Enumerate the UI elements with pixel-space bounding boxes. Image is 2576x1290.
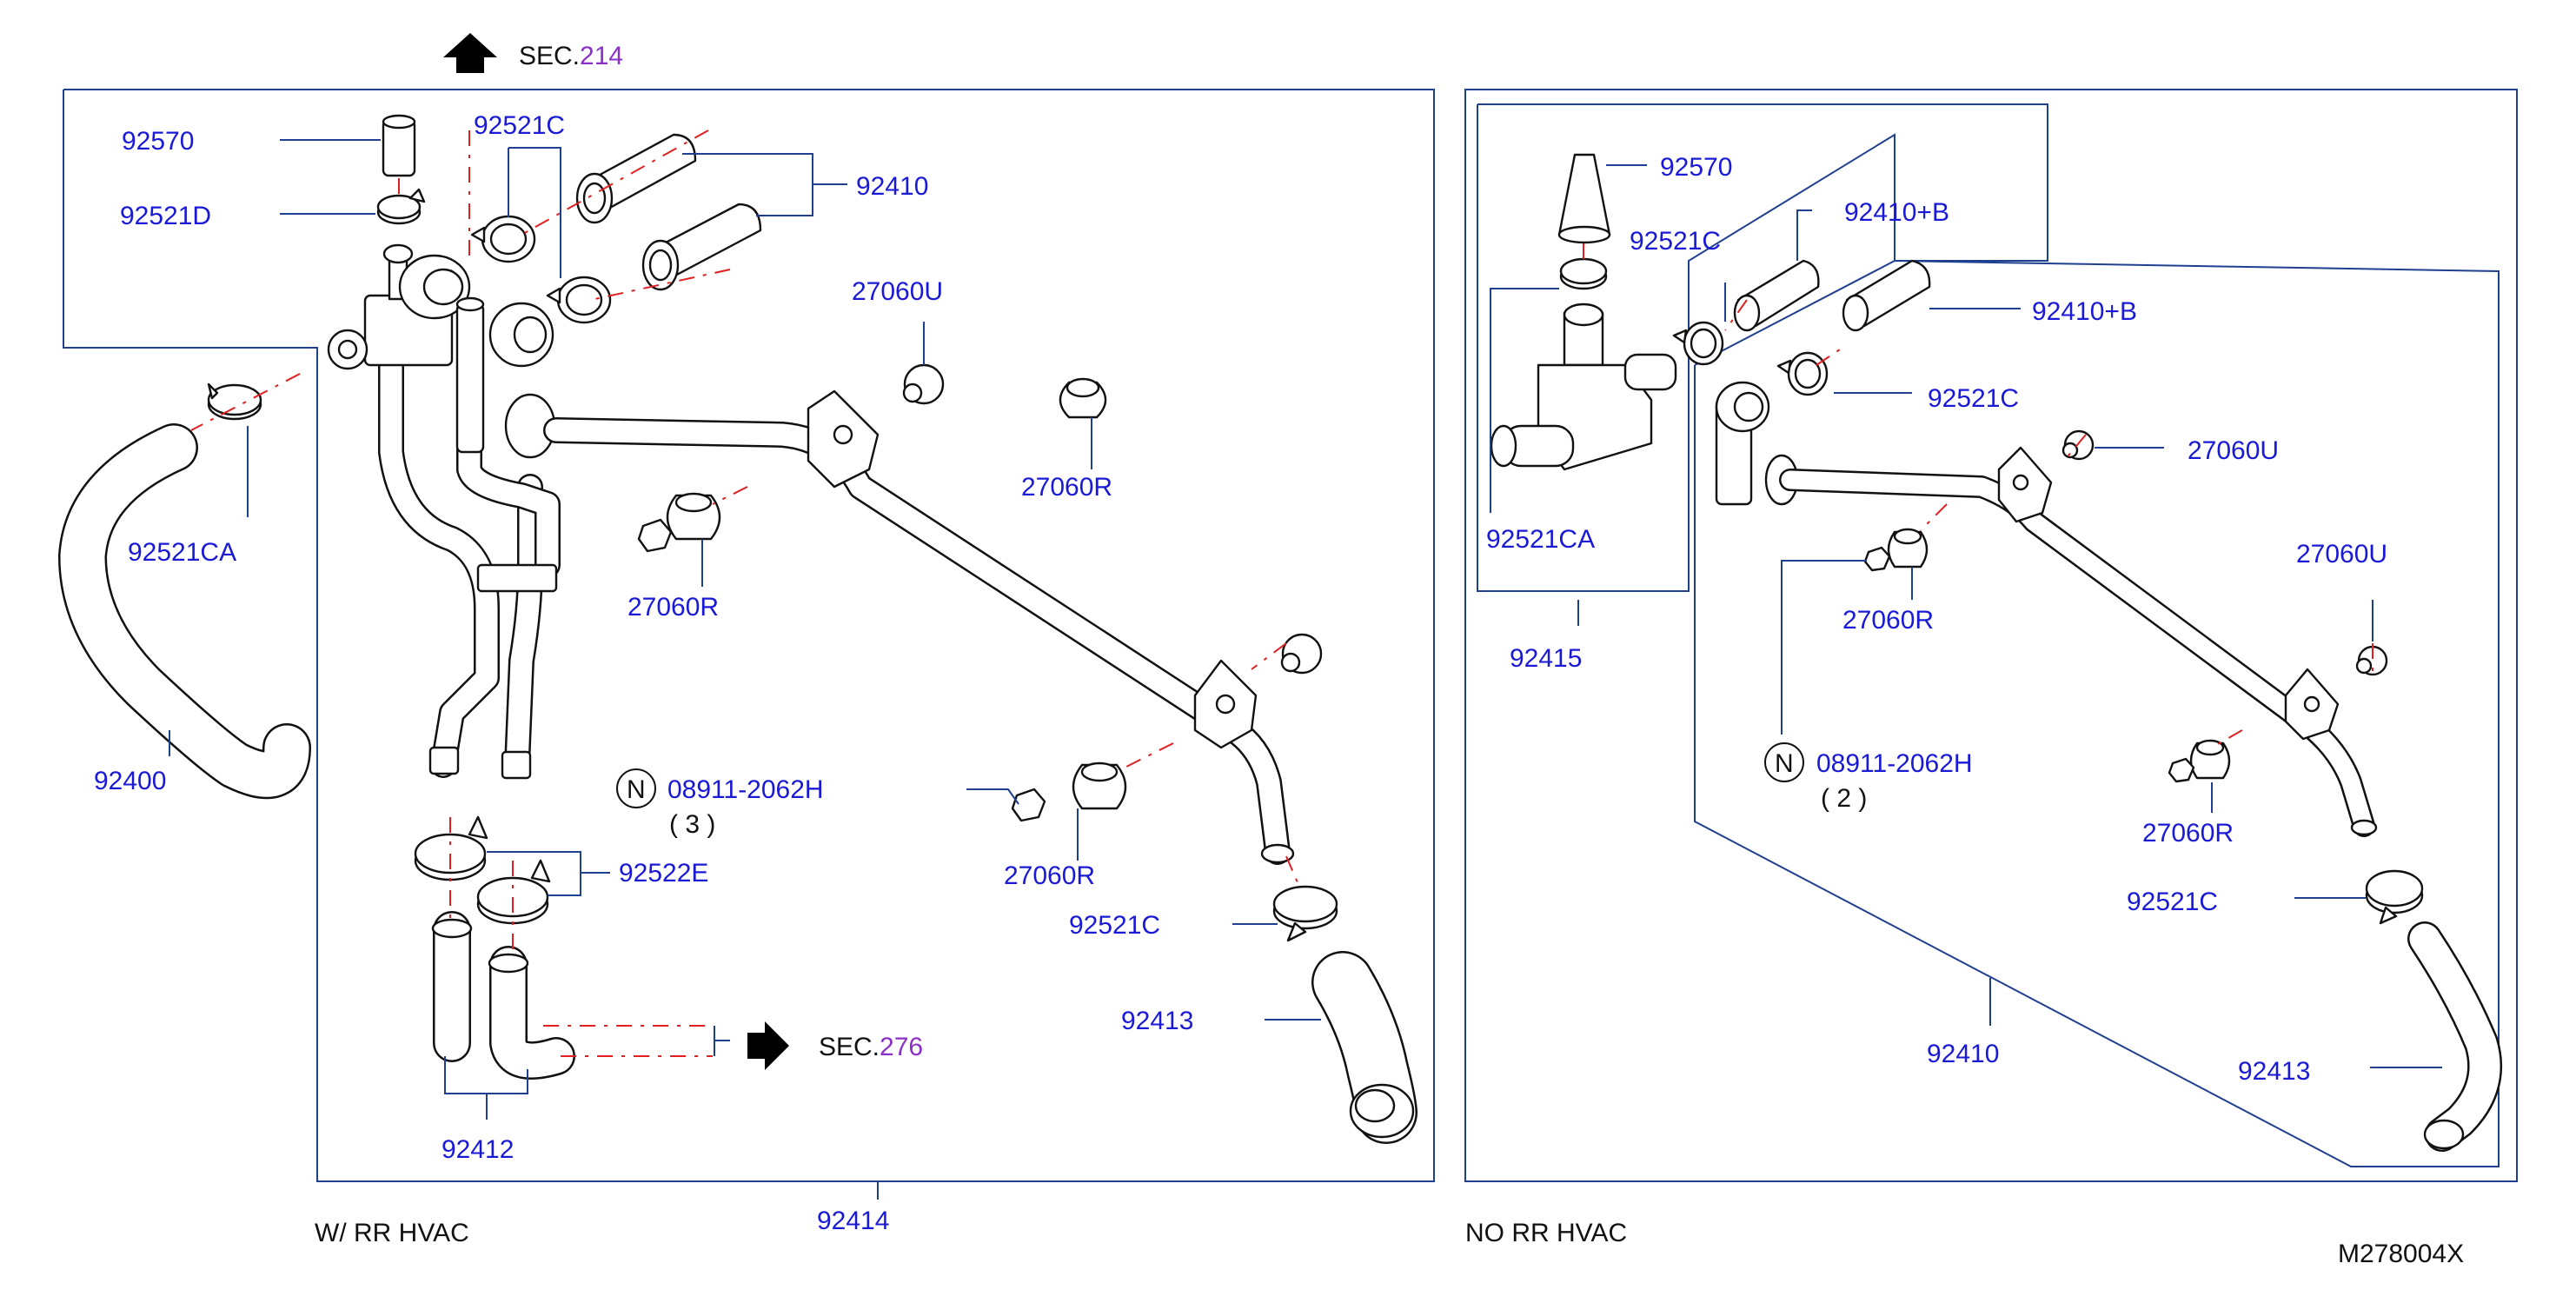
label-r-27060U-right[interactable]: 27060U (2296, 540, 2387, 569)
clamp-92521D-part (376, 188, 426, 225)
label-r-27060R-low[interactable]: 27060R (2142, 819, 2234, 848)
label-92413[interactable]: 92413 (1121, 1007, 1193, 1035)
arrow-right-icon (747, 1021, 789, 1070)
label-r-bolt-qty: ( 2 ) (1821, 784, 1867, 813)
bolt-symbol-icon (616, 768, 656, 808)
grommet-27060R-right-low-part (2168, 739, 2231, 783)
label-92570[interactable]: 92570 (122, 127, 194, 156)
clamp-92522E-part (414, 815, 551, 925)
sec-prefix: SEC. (819, 1033, 880, 1061)
grommet-27060R-mid-part (637, 492, 721, 553)
hose-92412-part (431, 911, 575, 1080)
label-27060R-mid[interactable]: 27060R (627, 593, 719, 622)
clamp-92521C-right-top-part (1672, 321, 1724, 366)
label-r-27060U-top[interactable]: 27060U (2188, 436, 2279, 465)
clamp-92521C-low-part (1272, 885, 1338, 942)
label-r-bolt-code: 08911-2062H (1816, 749, 1973, 778)
hose-92410-part (575, 133, 762, 291)
label-92400[interactable]: 92400 (94, 767, 166, 795)
sec-prefix: SEC. (519, 42, 580, 70)
label-r-92410[interactable]: 92410 (1927, 1040, 1999, 1068)
svg-text:SEC.214: SEC.214 (519, 42, 623, 70)
left-panel-frame (63, 89, 1435, 1182)
center-lines (190, 130, 2374, 1057)
right-leader-lines (1490, 164, 2442, 1068)
sec-number: 214 (580, 42, 623, 70)
sec-214-reference[interactable]: SEC.214 (443, 33, 623, 73)
sec-276-reference[interactable]: SEC.276 (714, 1021, 923, 1070)
tee-valve-92415-part (1490, 257, 1677, 471)
bolt-symbol-letter: N (1775, 749, 1794, 778)
cap-92570-right-part (1557, 153, 1611, 244)
drawing-code: M278004X (2338, 1240, 2464, 1268)
label-r-27060R-mid[interactable]: 27060R (1842, 606, 1934, 635)
grommet-27060U-part (902, 363, 945, 405)
clamp-92521CA-part (207, 382, 262, 421)
label-r-92410B-top[interactable]: 92410+B (1844, 198, 1949, 227)
cap-92570-part (382, 114, 416, 177)
hose-92400-part (58, 423, 311, 800)
label-92412[interactable]: 92412 (442, 1135, 514, 1164)
clamp-92521C-right-mid-part (1776, 351, 1829, 396)
heater-pipe-main-part (504, 389, 1295, 865)
label-r-92521C-low[interactable]: 92521C (2127, 888, 2218, 916)
left-leader-lines (169, 139, 1321, 1200)
bolt-symbol-letter: N (627, 775, 646, 804)
label-92521CA[interactable]: 92521CA (128, 538, 236, 567)
label-r-92570[interactable]: 92570 (1660, 153, 1732, 182)
label-r-92415[interactable]: 92415 (1510, 644, 1582, 673)
label-27060U[interactable]: 27060U (852, 277, 943, 306)
label-r-92521C-top[interactable]: 92521C (1630, 227, 1721, 256)
bolt-08911-right[interactable]: N 08911-2062H ( 2 ) (1764, 742, 1973, 813)
label-r-92410B-mid[interactable]: 92410+B (2032, 297, 2137, 326)
label-92522E[interactable]: 92522E (619, 859, 708, 888)
grommet-27060U-right-top-part (2061, 429, 2095, 461)
right-panel-caption: NO RR HVAC (1465, 1219, 1627, 1247)
bolt-08911-left[interactable]: N 08911-2062H ( 3 ) (616, 768, 824, 839)
label-27060R-low[interactable]: 27060R (1004, 861, 1095, 890)
bolt-symbol-icon (1764, 742, 1804, 782)
hose-92413-right-part (2407, 921, 2503, 1152)
label-92521D[interactable]: 92521D (120, 202, 211, 230)
label-bolt-code: 08911-2062H (667, 775, 824, 804)
grommet-27060U-right-low-part (2355, 645, 2388, 676)
label-r-92521C-mid[interactable]: 92521C (1928, 384, 2019, 413)
label-92521C-top[interactable]: 92521C (474, 111, 565, 140)
heater-pipe-right-part (1715, 381, 2378, 837)
right-subassembly-frame-92415 (1477, 103, 2048, 592)
grommet-27060R-right-mid-part (1863, 528, 1929, 572)
svg-text:SEC.276: SEC.276 (819, 1033, 923, 1061)
hose-92413-part (1311, 951, 1417, 1144)
label-92521C-low[interactable]: 92521C (1069, 911, 1160, 940)
grommet-27060R-right-part (1059, 377, 1107, 419)
grommet-27060R-low-part (1011, 761, 1127, 822)
label-bolt-qty: ( 3 ) (669, 810, 715, 839)
label-r-92413[interactable]: 92413 (2238, 1057, 2310, 1086)
label-r-92521CA[interactable]: 92521CA (1486, 525, 1595, 554)
grommet-27060U-low-part (1280, 633, 1323, 675)
label-92410[interactable]: 92410 (856, 172, 928, 201)
right-panel-frame (1464, 89, 2518, 1182)
clamp-92521C-top-part (470, 215, 612, 324)
heater-valve-assembly-part (327, 243, 561, 780)
label-27060R-right[interactable]: 27060R (1021, 473, 1112, 502)
sec-number: 276 (880, 1033, 923, 1061)
left-panel-caption: W/ RR HVAC (315, 1219, 469, 1247)
arrow-up-icon (443, 33, 497, 73)
hose-92410B-top-part (1733, 259, 1931, 332)
right-subassembly-frame-92410 (1694, 259, 2500, 1167)
label-92414[interactable]: 92414 (817, 1207, 889, 1235)
clamp-92521C-right-low-part (2365, 869, 2424, 925)
